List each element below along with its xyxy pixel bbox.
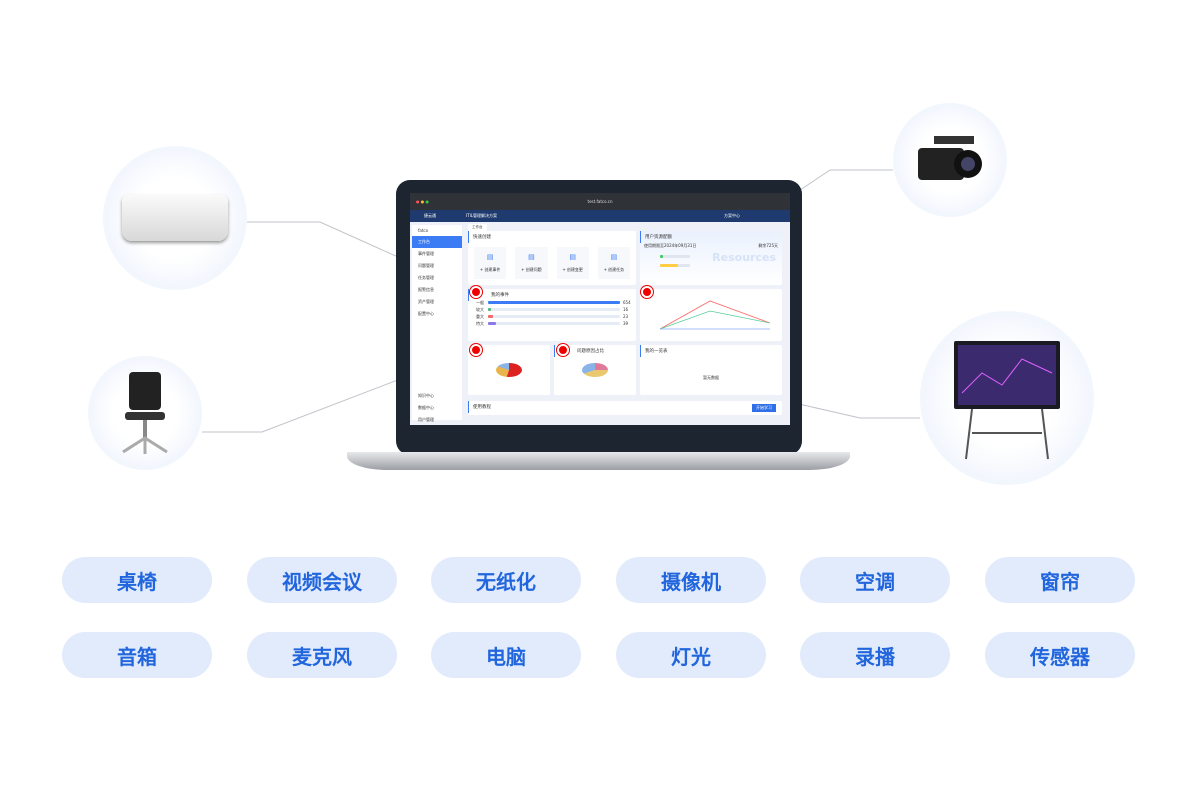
tutorial-card: 使用教程 开始学习 (468, 401, 782, 415)
marker-dot (470, 286, 482, 298)
bar-value: 23 (623, 314, 629, 319)
video-camera-icon (918, 136, 982, 180)
sidebar-item[interactable]: 任务管理 (418, 275, 434, 280)
trend-chart-card (640, 289, 782, 341)
device-tag[interactable]: 摄像机 (616, 557, 766, 603)
create-event-button[interactable]: ▤+ 创建事件 (474, 247, 507, 279)
sidebar-item[interactable]: 知识中心 (418, 393, 434, 398)
device-tag[interactable]: 麦克风 (247, 632, 397, 678)
quota-title: 用户资源配额 (640, 231, 782, 243)
trend-line-chart (659, 300, 771, 330)
device-tag[interactable]: 桌椅 (62, 557, 212, 603)
bar-fill (488, 308, 492, 311)
document-icon: ▤ (528, 253, 535, 261)
bar-label: 重大 (476, 314, 484, 319)
remaining-text: 剩余725天 (758, 243, 778, 248)
tenant: fatco (418, 228, 429, 233)
pie-card-1 (468, 345, 550, 395)
sidebar-item[interactable]: 事件管理 (418, 251, 434, 256)
smart-display-circle (920, 311, 1094, 485)
app-header: 捷云通 ITIL管理解决方案 方案中心 (410, 210, 790, 222)
sidebar-item[interactable]: 资产管理 (418, 299, 434, 304)
air-conditioner-circle (103, 146, 247, 290)
bar-fill (488, 315, 493, 318)
create-task-button[interactable]: ▤+ 创建任务 (597, 247, 630, 279)
bar-fill (488, 322, 496, 325)
quick-create-card: 快速创建 ▤+ 创建事件 ▤+ 创建问题 ▤+ 创建变更 ▤+ 创建任务 (468, 231, 636, 285)
bar-track (488, 308, 620, 311)
marker-dot (641, 286, 653, 298)
device-tag[interactable]: 传感器 (985, 632, 1135, 678)
document-icon: ▤ (610, 253, 618, 261)
create-change-button[interactable]: ▤+ 创建变更 (556, 247, 589, 279)
office-chair-circle (88, 356, 202, 470)
document-icon: ▤ (486, 253, 494, 261)
device-tag[interactable]: 录播 (800, 632, 950, 678)
smart-display-icon (954, 341, 1060, 460)
device-tag[interactable]: 电脑 (431, 632, 581, 678)
bar-label: 较大 (476, 307, 484, 312)
document-icon: ▤ (569, 253, 576, 261)
air-conditioner-icon (122, 195, 228, 241)
quick-create-title: 快速创建 (468, 231, 636, 243)
watermark: Resources (712, 251, 776, 264)
overview-title: 我的一览表 (640, 345, 782, 357)
my-events-title: 我的事件 (468, 289, 636, 301)
laptop-screen: ● ● ● test.fatco.cn 捷云通 ITIL管理解决方案 方案中心 … (410, 193, 790, 425)
device-tag[interactable]: 窗帘 (985, 557, 1135, 603)
device-tag[interactable]: 灯光 (616, 632, 766, 678)
marker-dot (557, 344, 569, 356)
device-tag[interactable]: 音箱 (62, 632, 212, 678)
sidebar-item[interactable]: 报警信息 (418, 287, 434, 292)
start-learning-button[interactable]: 开始学习 (752, 404, 776, 412)
video-camera-circle (893, 103, 1007, 217)
expiry-text: 使用期限至2024年09月31日 (644, 243, 697, 248)
bar-label: 特大 (476, 321, 484, 326)
bar-value: 39 (623, 321, 629, 326)
empty-text: 暂无数据 (703, 375, 719, 380)
tab-workbench[interactable]: 工作台 (468, 224, 487, 231)
bar-label: 一般 (476, 300, 484, 305)
solution-center-button[interactable]: 方案中心 (724, 213, 740, 218)
device-tag[interactable]: 无纸化 (431, 557, 581, 603)
solution-select[interactable]: ITIL管理解决方案 (466, 213, 498, 218)
pie-chart (496, 363, 522, 377)
laptop-base (347, 452, 850, 470)
brand-logo: 捷云通 (424, 213, 436, 218)
bar-track (488, 315, 620, 318)
sidebar-item[interactable]: 工作台 (412, 236, 462, 248)
pie2-title: 问题原因占比 (554, 345, 636, 357)
bar-value: 16 (623, 307, 629, 312)
sidebar: fatco 工作台 事件管理 问题管理 任务管理 报警信息 资产管理 配置中心 … (412, 225, 462, 422)
sidebar-item[interactable]: 数据中心 (418, 405, 434, 410)
bar-value: 654 (623, 300, 631, 305)
browser-bar: ● ● ● test.fatco.cn (410, 193, 790, 210)
sidebar-item[interactable]: 用户管理 (418, 417, 434, 422)
bar-track (488, 322, 620, 325)
tutorial-title: 使用教程 (468, 401, 782, 413)
sidebar-item[interactable]: 配置中心 (418, 311, 434, 316)
device-tag[interactable]: 空调 (800, 557, 950, 603)
office-chair-icon (122, 372, 168, 454)
resource-quota-card: 用户资源配额 Resources 使用期限至2024年09月31日 剩余725天 (640, 231, 782, 285)
sidebar-item[interactable]: 问题管理 (418, 263, 434, 268)
device-tag[interactable]: 视频会议 (247, 557, 397, 603)
overview-card: 我的一览表 暂无数据 (640, 345, 782, 395)
bar-fill (488, 301, 620, 304)
my-events-card: 我的事件 一般 654 较大 16 重大 23 特大 39 (468, 289, 636, 341)
pie-chart (582, 363, 608, 377)
create-problem-button[interactable]: ▤+ 创建问题 (515, 247, 548, 279)
url-bar[interactable]: test.fatco.cn (587, 199, 613, 204)
marker-dot (470, 344, 482, 356)
